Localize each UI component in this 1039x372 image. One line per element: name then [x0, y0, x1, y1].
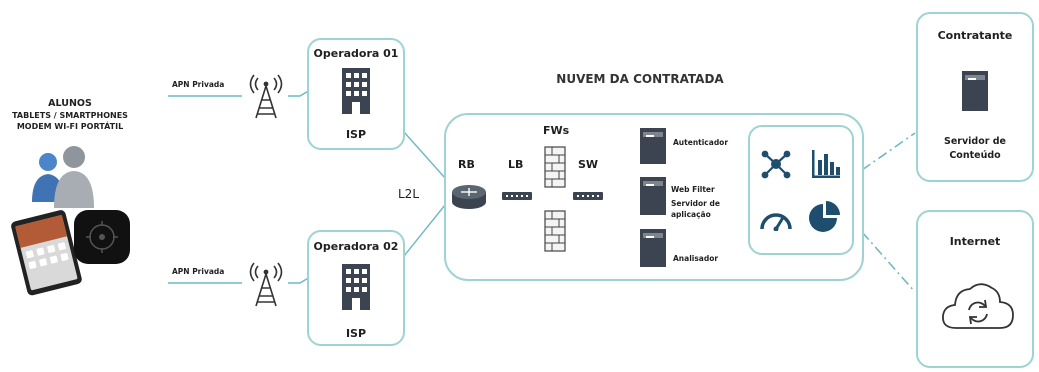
- apn-label-bottom: APN Privada: [172, 267, 225, 276]
- students-line1: TABLETS / SMARTPHONES: [12, 111, 128, 120]
- server-icon: [640, 177, 666, 215]
- server-icon: [640, 128, 666, 164]
- server-auth-label: Autenticador: [673, 138, 729, 147]
- network-icon: [761, 150, 791, 179]
- building-icon: [342, 68, 370, 114]
- fws-label: FWs: [543, 124, 570, 137]
- cloud-title: NUVEM DA CONTRATADA: [556, 72, 724, 86]
- operator-01-title: Operadora 01: [313, 47, 399, 60]
- modem-icon: [74, 210, 130, 264]
- gauge-icon: [760, 213, 792, 231]
- cloud-sync-icon: [942, 283, 1014, 329]
- switch-icon: [502, 192, 532, 200]
- server-analyzer-label: Analisador: [673, 254, 719, 263]
- switch-icon: [573, 192, 603, 200]
- server-webfilter-label: Web Filter: [671, 185, 715, 194]
- internet-box: [916, 210, 1034, 368]
- building-icon: [342, 264, 370, 310]
- server-app-label-2: aplicação: [671, 210, 711, 219]
- bar-chart-icon: [812, 150, 840, 178]
- server-icon: [962, 71, 988, 111]
- lb-label: LB: [508, 158, 524, 171]
- server-app-label-1: Servidor de: [671, 199, 720, 208]
- internet-title: Internet: [949, 235, 1001, 248]
- contractor-server-label-1: Servidor de: [944, 136, 1006, 147]
- students-line2: MODEM WI-FI PORTÁTIL: [16, 122, 124, 131]
- tablet-icon: [11, 210, 82, 296]
- antenna-icon: [249, 262, 283, 307]
- router-icon: [452, 185, 486, 209]
- l2l-label: L2L: [398, 187, 420, 201]
- rb-label: RB: [458, 158, 475, 171]
- students-title: ALUNOS: [48, 98, 92, 109]
- operator-02-title: Operadora 02: [313, 240, 399, 253]
- antenna-icon: [249, 74, 283, 119]
- people-icon: [32, 146, 94, 208]
- contractor-server-label-2: Conteúdo: [949, 150, 1001, 161]
- contractor-title: Contratante: [937, 29, 1013, 42]
- firewall-icon: [544, 146, 566, 188]
- operator-02-isp: ISP: [345, 327, 367, 340]
- firewall-icon: [544, 210, 566, 252]
- pie-chart-icon: [809, 201, 840, 232]
- operator-01-isp: ISP: [345, 128, 367, 141]
- sw-label: SW: [578, 158, 599, 171]
- apn-label-top: APN Privada: [172, 80, 225, 89]
- analytics-box: [748, 125, 854, 255]
- server-icon: [640, 229, 666, 267]
